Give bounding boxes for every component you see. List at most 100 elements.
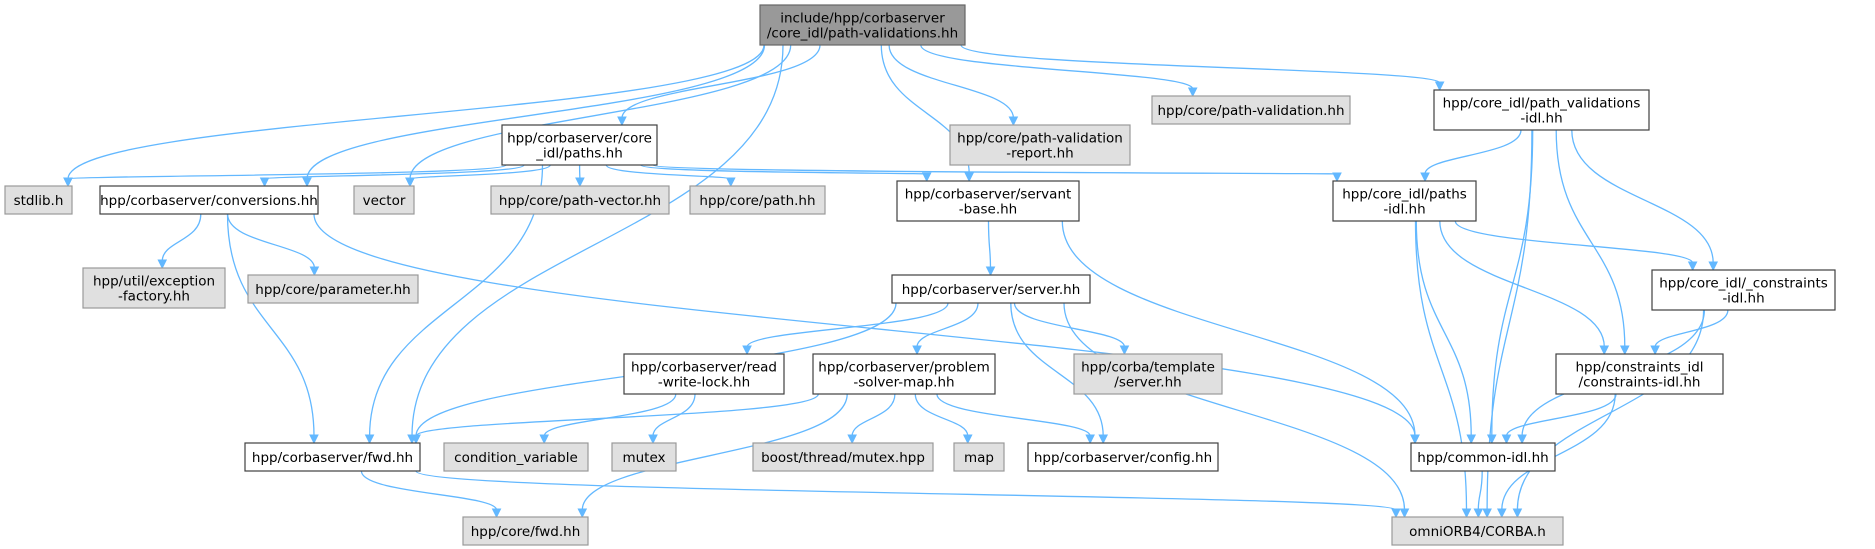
arrowhead-psmap-to-map [962,434,973,445]
node-paths[interactable]: hpp/corbaserver/core_idl/paths.hh [501,124,658,166]
edge-psmap-to-fwd [415,393,819,437]
node-config[interactable]: hpp/corbaserver/config.hh [1027,442,1219,472]
edge-root-to-vector [409,44,792,180]
arrowhead-server-to-template [1119,345,1130,356]
edge-constraintsidl-to-corba [1501,393,1616,511]
arrowhead-conversions-to-fwd [309,434,319,445]
node-pathsidl[interactable]: hpp/core_idl/paths-idl.hh [1332,180,1477,222]
node-label-psmap: -solver-map.hh [853,375,954,391]
node-corba: omniORB4/CORBA.h [1391,516,1564,546]
edge-conversions-to-parameter [226,213,316,269]
node-label-root: /core_idl/path-validations.hh [767,26,958,42]
arrowhead-root-to-paths [617,116,627,127]
arrowhead-server-to-config [1098,434,1109,445]
edge-root-to-fwd [411,44,784,437]
node-label-paths: _idl/paths.hh [535,146,623,162]
edge-root-to-pathvalidation [920,44,1194,90]
node-label-vector: vector [363,193,406,209]
arrowhead-paths-to-stdlib [63,177,73,188]
node-psmap[interactable]: hpp/corbaserver/problem-solver-map.hh [812,353,996,395]
node-label-corefwd: hpp/core/fwd.hh [471,524,581,540]
node-box-boostmutex [752,442,934,472]
node-label-constraintsidl: /constraints-idl.hh [1579,375,1701,391]
arrowhead-server-to-psmap [912,345,922,356]
node-label-stdlib: stdlib.h [14,193,64,209]
node-label-pvreport: hpp/core/path-validation [957,131,1123,147]
node-box-constraintsidl [1555,353,1724,395]
node-label-pathsidl: -idl.hh [1383,202,1425,218]
edge-psmap-to-map [914,393,969,437]
node-rwlock[interactable]: hpp/corbaserver/read-write-lock.hh [623,353,785,395]
node-server[interactable]: hpp/corbaserver/server.hh [891,274,1091,304]
node-box-pvidl [1433,89,1650,131]
node-label-exception: hpp/util/exception [93,274,215,290]
node-fwd[interactable]: hpp/corbaserver/fwd.hh [244,442,421,472]
node-box-servantbase [896,180,1080,222]
node-constraints[interactable]: hpp/core_idl/_constraints-idl.hh [1651,269,1836,311]
edge-fwd-to-corefwd [360,470,498,511]
node-label-paths: hpp/corbaserver/core [507,131,652,147]
edge-pvidl-to-constraintsidl [1555,129,1626,348]
arrowhead-servantbase-to-server [985,266,996,277]
edge-pathsidl-to-commonidl [1415,220,1472,437]
arrowhead-psmap-to-fwd [411,434,421,445]
node-label-psmap: hpp/corbaserver/problem [818,360,989,376]
node-conversions[interactable]: hpp/corbaserver/conversions.hh [99,185,319,215]
arrowhead-rwlock-to-mutex [648,434,658,445]
edge-constraints-to-corba [1516,309,1705,511]
node-label-conversions: hpp/corbaserver/conversions.hh [100,193,318,209]
arrowhead-server-to-corba [1399,508,1410,519]
node-label-template: hpp/corba/template [1081,360,1215,376]
node-box-constraints [1651,269,1836,311]
node-root[interactable]: include/hpp/corbaserver/core_idl/path-va… [759,4,966,46]
node-box-template [1073,353,1223,395]
edge-server-to-psmap [916,302,979,348]
node-pvidl[interactable]: hpp/core_idl/path_validations-idl.hh [1433,89,1650,131]
node-label-commonidl: hpp/common-idl.hh [1417,450,1548,466]
edge-root-to-pvreport [888,44,1015,119]
edge-paths-to-fwd [368,164,544,437]
arrowhead-server-to-rwlock [742,345,752,356]
node-box-corba [1391,516,1564,546]
node-box-exception [82,267,226,309]
node-label-pvreport: -report.hh [1006,146,1074,162]
node-label-boostmutex: boost/thread/mutex.hpp [761,450,925,466]
node-box-map [953,442,1005,472]
edge-constraints-to-constraintsidl [1654,309,1729,348]
edge-commonidl-to-corba [1477,470,1483,511]
edge-pvidl-to-constraints [1571,129,1714,264]
arrowhead-conversions-to-exception [157,259,168,270]
node-constraintsidl[interactable]: hpp/constraints_idl/constraints-idl.hh [1555,353,1724,395]
node-label-pathsidl: hpp/core_idl/paths [1342,187,1467,203]
node-pathvalidation: hpp/core/path-validation.hh [1151,95,1351,125]
edge-psmap-to-boostmutex [851,393,896,437]
node-label-servantbase: hpp/corbaserver/servant [905,187,1072,203]
arrowhead-paths-to-conversions [259,177,270,188]
node-label-rwlock: hpp/corbaserver/read [631,360,777,376]
arrowhead-paths-to-fwd [364,434,375,445]
node-commonidl[interactable]: hpp/common-idl.hh [1410,442,1556,472]
header-nodes: include/hpp/corbaserver/core_idl/path-va… [4,4,1836,546]
node-servantbase[interactable]: hpp/corbaserver/servant-base.hh [896,180,1080,222]
edge-server-to-rwlock [746,302,949,348]
node-label-parameter: hpp/core/parameter.hh [255,282,410,298]
edge-conversions-to-commonidl [313,213,1416,437]
node-condvar: condition_variable [443,442,589,472]
arrowhead-paths-to-vector [405,177,415,188]
node-label-exception: -factory.hh [118,289,190,305]
arrowhead-paths-to-pathsidl [1332,172,1342,183]
node-box-pvreport [949,124,1131,166]
node-pathvector: hpp/core/path-vector.hh [490,185,670,215]
arrowhead-constraintsidl-to-commonidl [1501,434,1512,445]
node-stdlib: stdlib.h [4,185,73,215]
edge-constraintsidl-to-commonidl [1505,393,1617,437]
node-box-commonidl [1410,442,1556,472]
arrowhead-servantbase-to-commonidl [1410,434,1420,445]
node-label-corba: omniORB4/CORBA.h [1409,524,1546,540]
node-label-config: hpp/corbaserver/config.hh [1034,450,1212,466]
node-box-server [891,274,1091,304]
edge-paths-to-corepath [605,164,732,180]
edge-psmap-to-corefwd [581,393,848,511]
node-box-psmap [812,353,996,395]
arrowhead-pathsidl-to-commonidl [1466,434,1477,445]
